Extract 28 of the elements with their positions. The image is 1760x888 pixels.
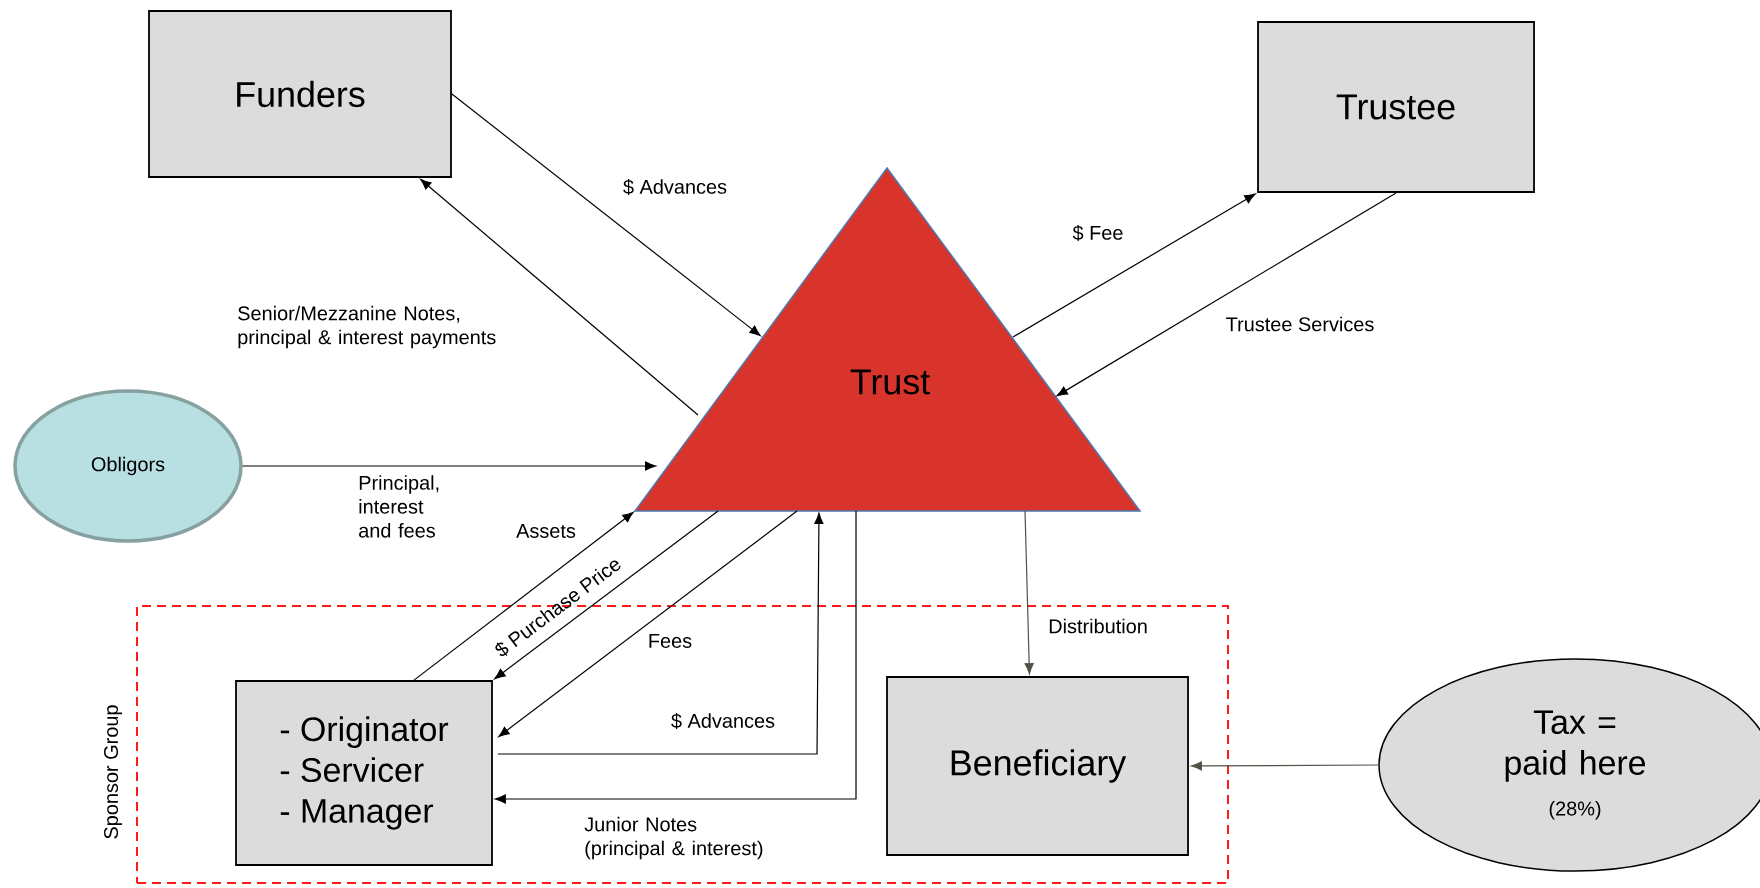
edge-label: Trustee Services	[1226, 316, 1374, 332]
arrow	[413, 511, 634, 681]
arrow	[494, 510, 719, 680]
arrow	[1190, 761, 1379, 771]
edge-label: $ Fee	[1072, 224, 1123, 242]
arrow	[420, 178, 699, 416]
entity-box: Funders	[148, 10, 452, 178]
edge-label: Assets	[516, 524, 576, 538]
entity-box: Beneficiary	[886, 676, 1189, 856]
entity-box: - Originator - Servicer - Manager	[235, 680, 493, 866]
edge-label: Distribution	[1049, 618, 1147, 634]
node-label: Sponsor Group	[103, 705, 123, 839]
edge-label: Senior/Mezzanine Notes, principal & interest payments	[238, 305, 496, 349]
arrow	[1024, 510, 1034, 675]
arrow	[494, 510, 857, 804]
arrow	[1056, 192, 1397, 397]
arrow	[451, 93, 761, 337]
arrow	[498, 510, 798, 738]
oval: Tax = paid here (28%)	[1378, 658, 1760, 872]
arrow	[242, 461, 657, 471]
edge-label: Fees	[649, 634, 692, 648]
arrow	[497, 512, 824, 755]
entity-box: Trustee	[1257, 21, 1535, 193]
oval: Obligors	[13, 389, 243, 543]
edge-label: Principal, interest and fees	[359, 475, 439, 538]
arrow	[1012, 193, 1256, 338]
edge-label: $ Advances	[671, 712, 775, 730]
edge-label: Junior Notes (principal & interest)	[584, 816, 763, 860]
